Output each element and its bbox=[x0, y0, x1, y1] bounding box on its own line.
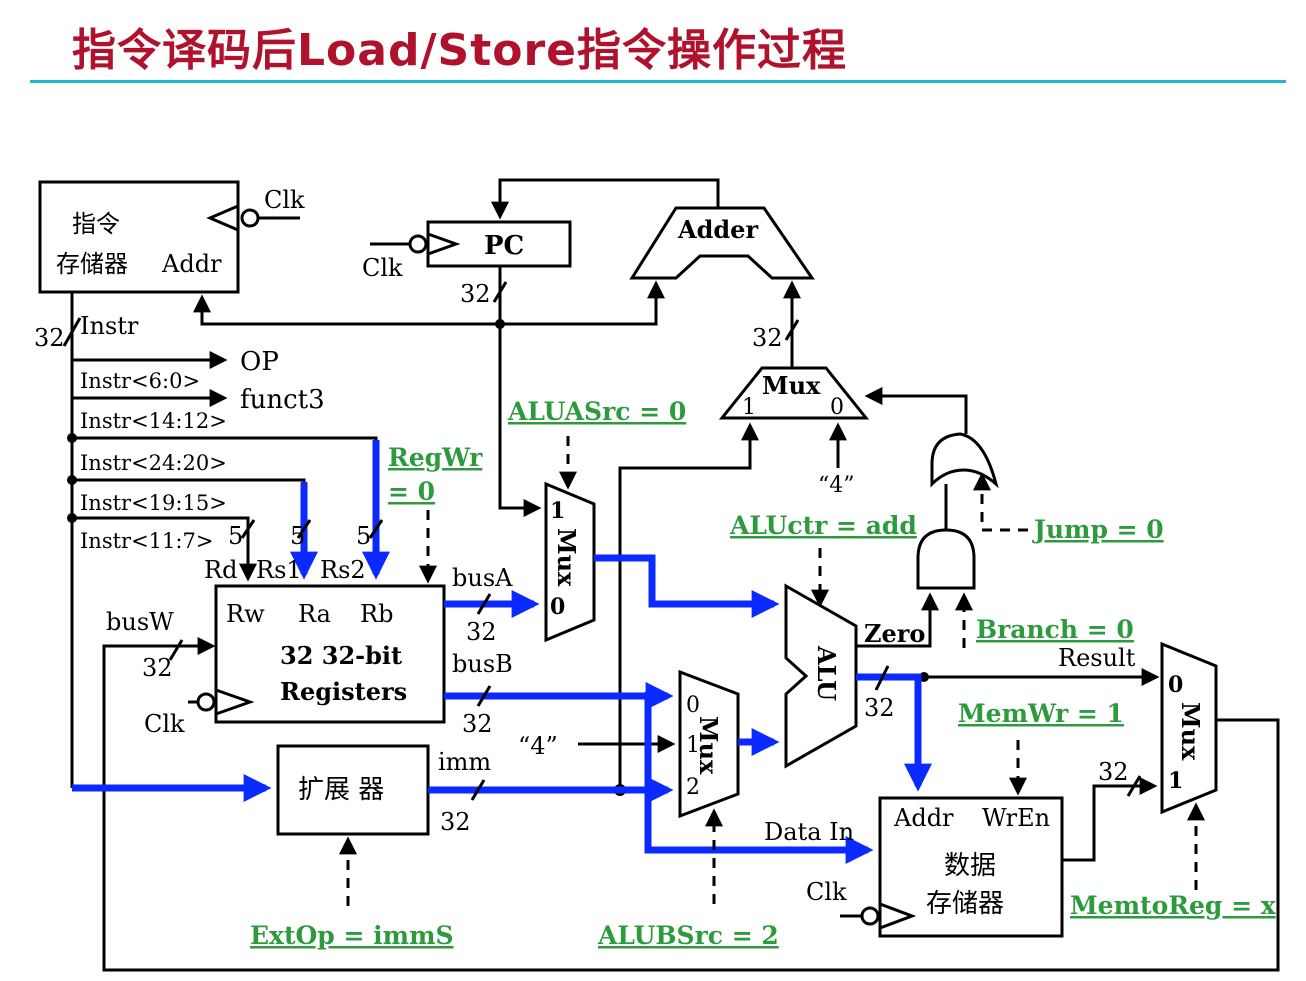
dmem-label-2: 存储器 bbox=[926, 889, 1004, 919]
memtoreg-signal: MemtoReg = x bbox=[1070, 891, 1277, 920]
mux-b-in1: 1 bbox=[686, 733, 700, 758]
pc-adder: Adder bbox=[629, 206, 815, 280]
instr-19-15: Instr<19:15> bbox=[80, 491, 227, 515]
alu-label: ALU bbox=[812, 645, 841, 701]
dmem-addr-label: Addr bbox=[893, 804, 954, 832]
memwr-signal: MemWr = 1 bbox=[958, 699, 1124, 728]
alu-out-width: 32 bbox=[864, 694, 895, 722]
reg-rb-label: Rb bbox=[360, 600, 393, 628]
imm-label: imm bbox=[438, 748, 491, 776]
mux-pc-in0: 0 bbox=[830, 395, 844, 420]
mux-wb-in1: 1 bbox=[1168, 768, 1183, 794]
adder-width: 32 bbox=[752, 324, 783, 352]
instruction-memory: 指令 存储器 Addr Clk bbox=[38, 180, 305, 294]
busw-label: busW bbox=[106, 608, 174, 636]
mux-b-const: “4” bbox=[518, 732, 558, 760]
pc-clk-label: Clk bbox=[362, 254, 403, 282]
port-rd: Rd bbox=[204, 556, 237, 584]
blue-buses bbox=[72, 440, 932, 864]
result-label: Result bbox=[1058, 644, 1136, 672]
extop-signal: ExtOp = immS bbox=[250, 921, 454, 950]
writeback-mux: Mux 0 1 bbox=[1160, 641, 1218, 815]
reg-title-1: 32 32-bit bbox=[280, 641, 402, 670]
op-label: OP bbox=[240, 347, 279, 377]
register-file: Rw Ra Rb 32 32-bit Registers Clk bbox=[144, 584, 446, 738]
mux-b-in2: 2 bbox=[686, 775, 700, 800]
branch-signal: Branch = 0 bbox=[976, 615, 1134, 644]
funct3-label: funct3 bbox=[240, 385, 325, 415]
aluctr-signal: ALUctr = add bbox=[729, 511, 917, 540]
mux-pc-label: Mux bbox=[762, 371, 821, 400]
instr-width: 32 bbox=[34, 324, 65, 352]
alu-b-mux: Mux 0 1 2 bbox=[678, 669, 740, 819]
regwr-signal-2: = 0 bbox=[388, 477, 435, 506]
mux-b-in0: 0 bbox=[686, 693, 700, 718]
reg-title-2: Registers bbox=[280, 677, 407, 706]
busa-width: 32 bbox=[466, 618, 497, 646]
mux-b-label: Mux bbox=[694, 716, 723, 775]
mux-wb-in0: 0 bbox=[1168, 672, 1183, 698]
width-5-rd: 5 bbox=[228, 522, 243, 550]
mux-pc-const: “4” bbox=[818, 473, 855, 498]
black-wires bbox=[67, 178, 1280, 972]
control-signal-labels: ALUASrc = 0 RegWr = 0 ALUctr = add Jump … bbox=[250, 397, 1277, 950]
dmem-clk-label: Clk bbox=[806, 878, 847, 906]
regwr-signal-1: RegWr bbox=[388, 443, 483, 472]
imm-width: 32 bbox=[440, 808, 471, 836]
control-lines bbox=[339, 436, 1205, 906]
mux-wb-label: Mux bbox=[1176, 702, 1205, 761]
imem-addr-label: Addr bbox=[161, 250, 222, 278]
imem-label-1: 指令 bbox=[72, 210, 120, 238]
port-rs2: Rs2 bbox=[320, 556, 366, 584]
dmem-wren-label: WrEn bbox=[982, 804, 1050, 832]
data-memory: Addr WrEn 数据 存储器 Clk bbox=[806, 796, 1064, 938]
busb-label: busB bbox=[452, 650, 513, 678]
instr-6-0: Instr<6:0> bbox=[80, 369, 200, 393]
immediate-extender: 扩展 器 bbox=[276, 744, 430, 836]
pc-width: 32 bbox=[460, 280, 491, 308]
busb-width: 32 bbox=[462, 710, 493, 738]
alu: ALU Zero bbox=[784, 583, 925, 769]
imem-clk-label: Clk bbox=[264, 186, 305, 214]
instr-label: Instr bbox=[80, 312, 139, 340]
mux-a-in1: 1 bbox=[550, 498, 565, 524]
title-rule bbox=[30, 80, 1286, 83]
bus-width-ticks bbox=[62, 281, 1142, 801]
instr-11-7: Instr<11:7> bbox=[80, 529, 213, 553]
dmem-label-1: 数据 bbox=[944, 851, 996, 881]
labels: Instr 32 OP funct3 Instr<6:0> Instr<14:1… bbox=[34, 280, 1136, 846]
dmem-out-width: 32 bbox=[1098, 758, 1129, 786]
aluasrc-signal: ALUASrc = 0 bbox=[507, 397, 686, 426]
alubsrc-signal: ALUBSrc = 2 bbox=[597, 921, 779, 950]
width-5-rs1: 5 bbox=[290, 522, 305, 550]
data-in-label: Data In bbox=[764, 818, 854, 846]
busw-width: 32 bbox=[142, 654, 173, 682]
ext-label: 扩展 器 bbox=[298, 775, 384, 805]
mux-pc-in1: 1 bbox=[742, 395, 756, 420]
reg-clk-label: Clk bbox=[144, 710, 185, 738]
busa-label: busA bbox=[452, 564, 513, 592]
width-5-rs2: 5 bbox=[356, 522, 371, 550]
pc-label: PC bbox=[484, 231, 524, 261]
instr-24-20: Instr<24:20> bbox=[80, 451, 227, 475]
mux-a-in0: 0 bbox=[550, 594, 565, 620]
jump-branch-gates bbox=[916, 432, 999, 590]
imem-label-2: 存储器 bbox=[56, 250, 128, 278]
alu-a-mux: Mux 1 0 bbox=[544, 481, 596, 643]
instr-14-12: Instr<14:12> bbox=[80, 409, 227, 433]
reg-rw-label: Rw bbox=[226, 600, 265, 628]
mux-a-label: Mux bbox=[552, 528, 581, 587]
reg-ra-label: Ra bbox=[298, 600, 331, 628]
pc-register: PC Clk bbox=[362, 220, 572, 282]
jump-signal: Jump = 0 bbox=[1032, 515, 1164, 544]
alu-zero-label: Zero bbox=[864, 619, 925, 648]
pc-source-mux: Mux 1 0 bbox=[718, 366, 870, 420]
adder-label: Adder bbox=[677, 215, 758, 244]
slide-title: 指令译码后Load/Store指令操作过程 bbox=[72, 25, 848, 76]
port-rs1: Rs1 bbox=[256, 556, 302, 584]
